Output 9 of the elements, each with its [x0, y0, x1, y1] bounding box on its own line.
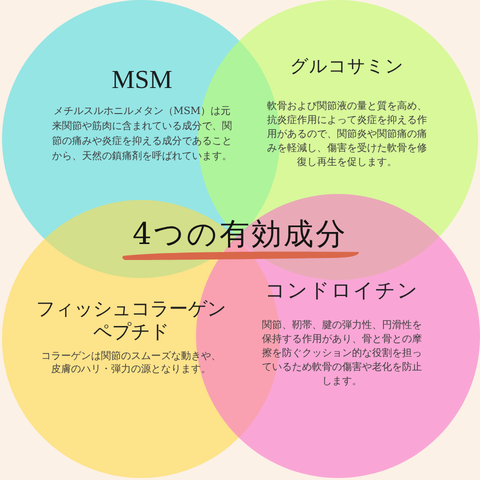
ingredient-name: コンドロイチン [265, 277, 419, 304]
ingredient-name: MSM [112, 64, 172, 96]
ingredient-description: 関節、靭帯、腱の弾力性、円滑性を保持する作用があり、骨と骨との摩擦を防ぐクッション的な役割を担っているため軟骨の傷害や老化を防止します。 [261, 319, 423, 389]
ingredient-name: グルコサミン [290, 55, 404, 79]
ingredient-name: フィッシュコラーゲンペプチド [35, 298, 227, 344]
ingredient-description: コラーゲンは関節のスムーズな動きや、皮膚のハリ・弾力の源となります。 [40, 350, 222, 376]
ingredient-description: メチルスルホニルメタン（MSM）は元来関節や筋肉に含まれている成分で、関節の痛みや炎症を抑える成分であることから、天然の鎮痛剤を呼ばれています。 [51, 105, 233, 164]
title: 4つの有効成分 [132, 220, 348, 250]
ingredient-description: 軟骨および関節液の量と質を高め、抗炎症作用によって炎症を抑える作用があるので、関節炎や関節痛の痛みを軽減し、傷害を受けた軟骨を修復し再生を促します。 [266, 100, 428, 170]
